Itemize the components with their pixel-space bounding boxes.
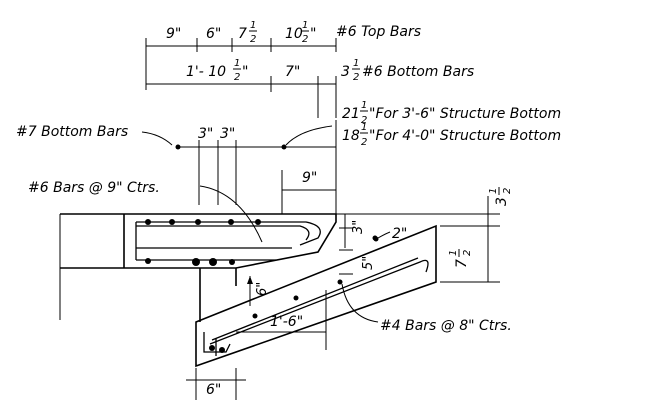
dim-3a: 3" <box>198 126 213 142</box>
svg-text:"For 3'-6" Structure Bottom: "For 3'-6" Structure Bottom <box>369 106 561 122</box>
wingwall-slab <box>195 224 437 368</box>
svg-text:18: 18 <box>342 128 360 144</box>
dim-1-10-half: 1'- 10 1 2 " <box>186 58 248 83</box>
dim-1-6: 1'-6" <box>270 314 303 330</box>
note-21-half: 21 1 2 "For 3'-6" Structure Bottom <box>342 100 561 126</box>
svg-text:1: 1 <box>353 58 359 69</box>
svg-text:2: 2 <box>361 137 367 148</box>
svg-text:21: 21 <box>342 106 360 122</box>
svg-text:1: 1 <box>234 58 240 69</box>
note-18-half: 18 1 2 "For 4'-0" Structure Bottom <box>342 122 561 148</box>
bars-6-label: #6 Bars @ 9" Ctrs. <box>28 180 160 196</box>
svg-text:2: 2 <box>502 188 513 194</box>
dim-top-7-half: 7 1 2 <box>238 20 257 45</box>
svg-text:1: 1 <box>302 20 308 31</box>
svg-text:": " <box>310 26 316 42</box>
svg-text:7: 7 <box>454 259 470 268</box>
svg-text:1: 1 <box>250 20 256 31</box>
dim-9-mid: 9" <box>302 170 317 186</box>
svg-text:3: 3 <box>341 64 350 80</box>
dim-top-10-half: 10 1 2 " <box>285 20 316 45</box>
no7-bottom-bars-label: #7 Bottom Bars <box>16 124 128 140</box>
svg-text:2: 2 <box>234 72 240 83</box>
svg-text:2: 2 <box>361 115 367 126</box>
dim-3-half-vert: 3 1 2 <box>488 187 513 206</box>
rebar <box>135 221 429 356</box>
svg-text:2: 2 <box>353 72 359 83</box>
dim-7-half-vert: 7 1 2 <box>448 249 473 268</box>
svg-text:1: 1 <box>361 100 367 111</box>
svg-text:": " <box>242 64 248 80</box>
bars-4-callout: #4 Bars @ 8" Ctrs. <box>341 283 512 334</box>
dim-3-vert: 3" <box>351 220 366 234</box>
svg-text:1'- 10: 1'- 10 <box>186 64 226 80</box>
svg-text:2: 2 <box>250 34 256 45</box>
svg-text:1: 1 <box>361 122 367 133</box>
dim-2: 2" <box>392 226 407 242</box>
dim-top-9: 9" <box>166 26 181 42</box>
svg-text:1: 1 <box>448 250 459 256</box>
svg-text:3: 3 <box>494 197 510 206</box>
svg-text:7: 7 <box>238 26 247 42</box>
top-dimension-chain: 9" 6" 7 1 2 10 1 2 " #6 Top Bars <box>145 20 421 90</box>
svg-text:2: 2 <box>302 34 308 45</box>
svg-text:10: 10 <box>285 26 303 42</box>
bottom-bars-notes: #7 Bottom Bars 3" 3" 21 1 2 "For 3'-6" S… <box>16 100 561 205</box>
bars-6-callout: #6 Bars @ 9" Ctrs. 9" <box>28 120 337 243</box>
right-dimensions: 3 1 2 3" 2" 5" 7 1 2 <box>336 187 513 283</box>
dim-7: 7" <box>285 64 300 80</box>
svg-text:1: 1 <box>488 188 499 194</box>
dim-3b: 3" <box>220 126 235 142</box>
dim-6-vert: 6" <box>255 282 270 296</box>
svg-text:"For 4'-0" Structure Bottom: "For 4'-0" Structure Bottom <box>369 128 561 144</box>
second-dimension-chain: 1'- 10 1 2 " 7" 3 1 2 #6 Bottom Bars <box>146 58 474 118</box>
bottom-bars-label: #6 Bottom Bars <box>362 64 474 80</box>
lower-dimensions: 6" 1'-6" 6" <box>186 276 327 400</box>
dim-6-bottom: 6" <box>206 382 221 398</box>
dim-top-6: 6" <box>206 26 221 42</box>
dim-5-vert: 5" <box>361 256 376 270</box>
deck-slab <box>59 213 337 322</box>
bars-4-label: #4 Bars @ 8" Ctrs. <box>380 318 512 334</box>
top-bars-label: #6 Top Bars <box>336 24 421 40</box>
svg-text:2: 2 <box>462 250 473 256</box>
dim-3-half: 3 1 2 <box>341 58 360 83</box>
